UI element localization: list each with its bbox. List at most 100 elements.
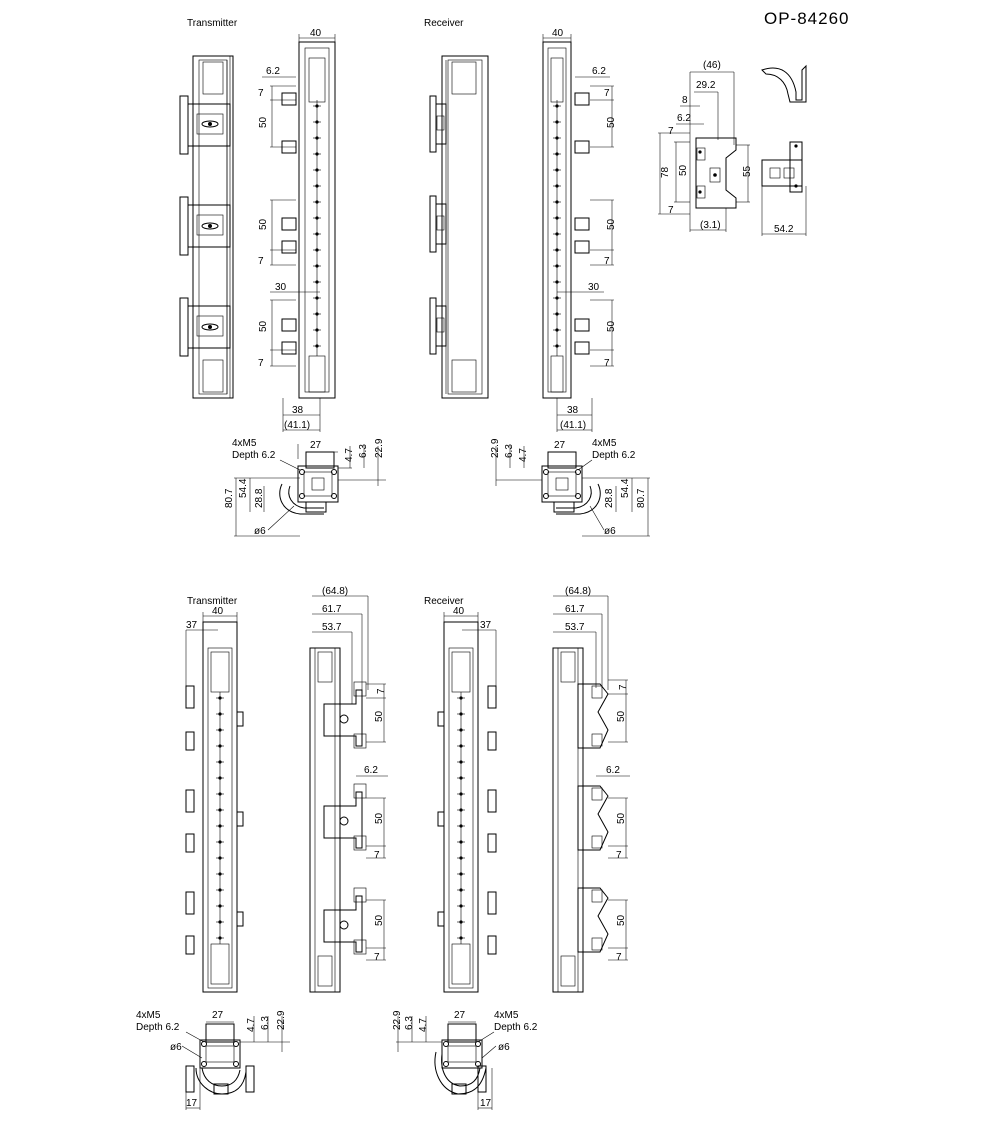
dim-4-7-bl: 4.7 (246, 1018, 257, 1032)
dim-28-8-tr: 28.8 (604, 488, 615, 508)
label-transmitter-top: Transmitter (187, 18, 238, 29)
dim-17-bl: 17 (186, 1098, 198, 1109)
dim-6-3-tr: 6.3 (504, 444, 515, 458)
dim-3-1: (3.1) (700, 220, 721, 231)
bracket-r1 (429, 95, 447, 153)
side-bracket-3 (323, 887, 367, 955)
dim-53-7-br: 53.7 (565, 622, 585, 633)
transmitter-side-view-top (179, 55, 234, 399)
dim-width-40-r: 40 (552, 28, 564, 39)
dim-phi6-bl: ø6 (170, 1042, 182, 1053)
dim-37-bl: 37 (186, 620, 198, 631)
transmitter-side-view-bottom: (64.8) 61.7 53.7 7 50 6.2 50 7 50 7 (309, 586, 388, 993)
dim-30-left: 30 (275, 282, 287, 293)
dim-40-bl: 40 (212, 606, 224, 617)
dim-phi6-tr: ø6 (604, 526, 616, 537)
dim-30-right: 30 (588, 282, 600, 293)
receiver-side-bracket-3 (577, 887, 609, 953)
dim-phi6-tl: ø6 (254, 526, 266, 537)
dim-78: 78 (660, 166, 671, 178)
dim-50-c: 50 (258, 320, 269, 332)
bracket-2 (179, 196, 231, 256)
dim-41-1-right: (41.1) (560, 420, 586, 431)
dim-29-2: 29.2 (696, 80, 716, 91)
dim-27-tl: 27 (310, 440, 322, 451)
dim-27-bl: 27 (212, 1010, 224, 1021)
screw-spec-bl: 4xM5 (136, 1010, 161, 1021)
dim-6-3-bl: 6.3 (260, 1016, 271, 1030)
dim-38-left: 38 (292, 405, 304, 416)
dim-46: (46) (703, 60, 721, 71)
screw-depth-br: Depth 6.2 (494, 1022, 538, 1033)
receiver-section-bottom: 27 4xM5 Depth 6.2 22.9 6.3 4.7 ø6 17 (392, 1010, 538, 1110)
dim-50-br-b: 50 (616, 812, 627, 824)
drawing-number: OP-84260 (764, 9, 850, 28)
dim-7-bl-c: 7 (374, 952, 380, 963)
label-receiver-top: Receiver (424, 18, 464, 29)
dim-50-a: 50 (258, 116, 269, 128)
side-bracket-1 (323, 681, 367, 749)
dim-50-br-c: 50 (616, 914, 627, 926)
dim-7-bl-b: 7 (374, 850, 380, 861)
dim-6-3-tl: 6.3 (358, 444, 369, 458)
dim-27-br: 27 (454, 1010, 466, 1021)
dim-22-9-tr: 22.9 (490, 438, 501, 458)
dim-4-7-br: 4.7 (418, 1018, 429, 1032)
dim-6-2-r: 6.2 (592, 66, 606, 77)
dim-50-r-a: 50 (606, 116, 617, 128)
dim-22-9-br: 22.9 (392, 1010, 403, 1030)
dim-7-r-c: 7 (604, 358, 610, 369)
receiver-side-view-bottom: (64.8) 61.7 53.7 7 50 6.2 50 7 50 7 (552, 586, 630, 993)
dim-41-1-left: (41.1) (284, 420, 310, 431)
dim-50-r-c: 50 (606, 320, 617, 332)
screw-spec-br: 4xM5 (494, 1010, 519, 1021)
dim-7-br-a: 7 (618, 684, 629, 690)
dim-55: 55 (742, 165, 753, 177)
dim-7-r-a: 7 (604, 88, 610, 99)
screw-depth-bl: Depth 6.2 (136, 1022, 180, 1033)
dim-80-7-tr: 80.7 (636, 488, 647, 508)
dim-7-br-c: 7 (616, 952, 622, 963)
dim-7-br-b: 7 (616, 850, 622, 861)
dim-7-bl-a: 7 (376, 688, 387, 694)
dim-6-2: 6.2 (266, 66, 280, 77)
bracket-3 (179, 297, 231, 357)
dim-40-br: 40 (453, 606, 465, 617)
bracket-r3 (429, 297, 447, 355)
transmitter-section-bottom: 27 4xM5 Depth 6.2 4.7 6.3 22.9 ø6 17 (136, 1010, 290, 1110)
dim-61-7-bl: 61.7 (322, 604, 342, 615)
dim-6-3-br: 6.3 (404, 1016, 415, 1030)
dim-8: 8 (682, 95, 688, 106)
dim-28-8-tl: 28.8 (254, 488, 265, 508)
label-receiver-bottom: Receiver (424, 596, 464, 607)
dim-17-br: 17 (480, 1098, 492, 1109)
receiver-section-top: 27 4xM5 Depth 6.2 22.9 6.3 4.7 80.7 54.4… (490, 438, 650, 537)
dim-64-8-br: (64.8) (565, 586, 591, 597)
receiver-side-bracket-1 (577, 683, 609, 749)
dim-6-2-br: 6.2 (606, 765, 620, 776)
dim-50-br-a: 50 (616, 710, 627, 722)
dim-7-c: 7 (258, 358, 264, 369)
dim-22-9-tl: 22.9 (374, 438, 385, 458)
dim-50-detail: 50 (678, 164, 689, 176)
dim-50-r-b: 50 (606, 218, 617, 230)
dim-54-4-tl: 54.4 (238, 478, 249, 498)
dim-38-right: 38 (567, 405, 579, 416)
screw-spec-tr: 4xM5 (592, 438, 617, 449)
transmitter-front-view-top: 40 6.2 7 50 50 7 30 50 7 38 (41.1) (258, 28, 336, 432)
dim-width-40: 40 (310, 28, 322, 39)
dim-phi6-br: ø6 (498, 1042, 510, 1053)
screw-spec-tl: 4xM5 (232, 438, 257, 449)
dim-50-bl-a: 50 (374, 710, 385, 722)
screw-depth-tl: Depth 6.2 (232, 450, 276, 461)
dim-64-8-bl: (64.8) (322, 586, 348, 597)
label-transmitter-bottom: Transmitter (187, 596, 238, 607)
receiver-side-view-top (429, 55, 489, 399)
transmitter-section-top: 27 4xM5 Depth 6.2 4.7 6.3 22.9 80.7 54.4… (224, 438, 386, 537)
dim-4-7-tl: 4.7 (344, 448, 355, 462)
dim-54-2: 54.2 (774, 224, 794, 235)
dim-7-b: 7 (258, 256, 264, 267)
receiver-front-view-bottom: 40 37 (437, 606, 497, 993)
dim-6-2-detail: 6.2 (677, 113, 691, 124)
